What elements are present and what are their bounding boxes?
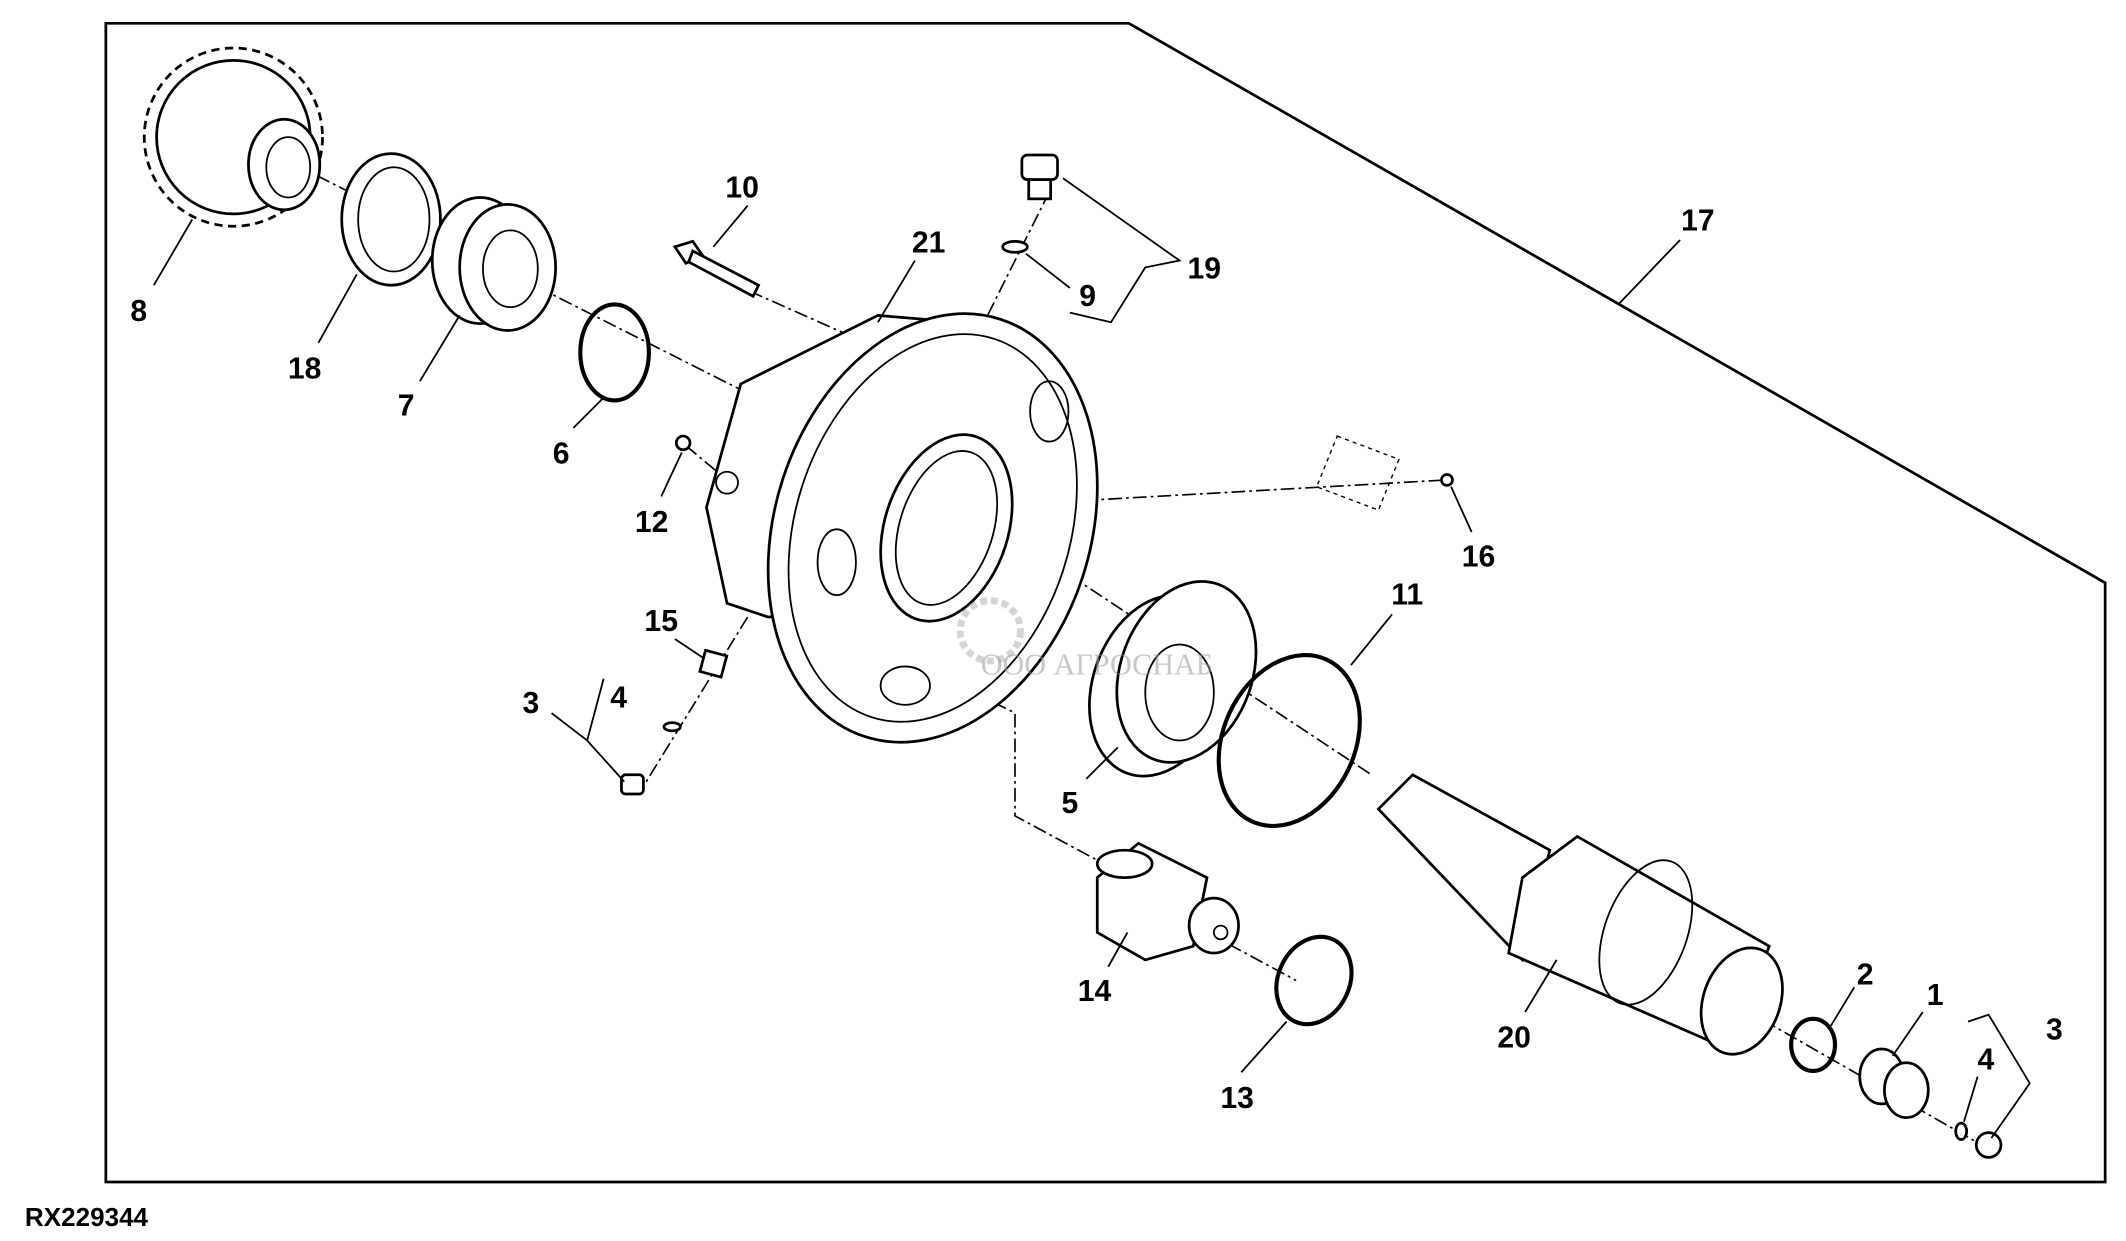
watermark-logo: ООО АГРОСНАБ (956, 597, 1213, 682)
callout-14: 14 (1078, 975, 1112, 1008)
callout-15: 15 (644, 605, 678, 638)
dowel-part-15 (698, 648, 729, 679)
svg-text:ООО АГРОСНАБ: ООО АГРОСНАБ (981, 648, 1213, 682)
callout-13: 13 (1220, 1082, 1254, 1115)
callout-20: 20 (1497, 1022, 1531, 1055)
callout-6: 6 (553, 437, 570, 470)
bearing-part-5 (1088, 580, 1258, 778)
callout-5: 5 (1061, 787, 1078, 820)
leader-lines (153, 177, 2031, 1139)
callout-10: 10 (725, 171, 759, 204)
snap-ring-part-11 (1216, 652, 1362, 828)
callout-17: 17 (1681, 204, 1715, 237)
shaft-part-20 (1376, 773, 1784, 1056)
washer-part-4b (1954, 1121, 1969, 1141)
callout-11: 11 (1391, 579, 1423, 612)
callout-2: 2 (1857, 959, 1874, 992)
nut-part-12 (674, 434, 692, 452)
piston-part-14 (1095, 841, 1240, 962)
gear-part-8 (142, 46, 324, 228)
callout-19: 19 (1187, 252, 1221, 285)
callout-4: 4 (610, 682, 627, 715)
callout-3: 3 (523, 687, 540, 720)
figure-id: RX229344 (25, 1202, 149, 1232)
plug-part-3b (1974, 1131, 2003, 1159)
callout-8: 8 (130, 295, 147, 328)
callout-9: 9 (1079, 280, 1096, 313)
callout-18: 18 (288, 352, 322, 385)
plug-part-3a (620, 773, 645, 796)
assembly-frame (104, 21, 2107, 1184)
callout-16: 16 (1462, 540, 1496, 573)
callout-21: 21 (912, 226, 946, 259)
tag-part-16 (1315, 435, 1454, 511)
bearing-part-7 (430, 196, 558, 332)
seal-part-18 (340, 152, 442, 287)
callout-labels: 8 18 7 6 10 21 9 19 17 12 16 15 3 4 11 5… (130, 171, 2062, 1115)
o-ring-part-2 (1789, 1016, 1838, 1074)
washer-part-4a (662, 721, 682, 733)
callout-7: 7 (398, 389, 415, 422)
bolt-part-10 (672, 239, 761, 299)
fitting-part-1 (1858, 1047, 1930, 1119)
plug-part-19 (1001, 153, 1059, 254)
housing-part-21 (705, 312, 1099, 744)
callout-12: 12 (635, 506, 669, 539)
ring-part-13 (1274, 934, 1354, 1027)
callout-3b: 3 (2046, 1013, 2063, 1046)
callout-1: 1 (1927, 979, 1944, 1012)
snap-ring-part-6 (578, 302, 651, 403)
callout-4b: 4 (1977, 1044, 1994, 1077)
